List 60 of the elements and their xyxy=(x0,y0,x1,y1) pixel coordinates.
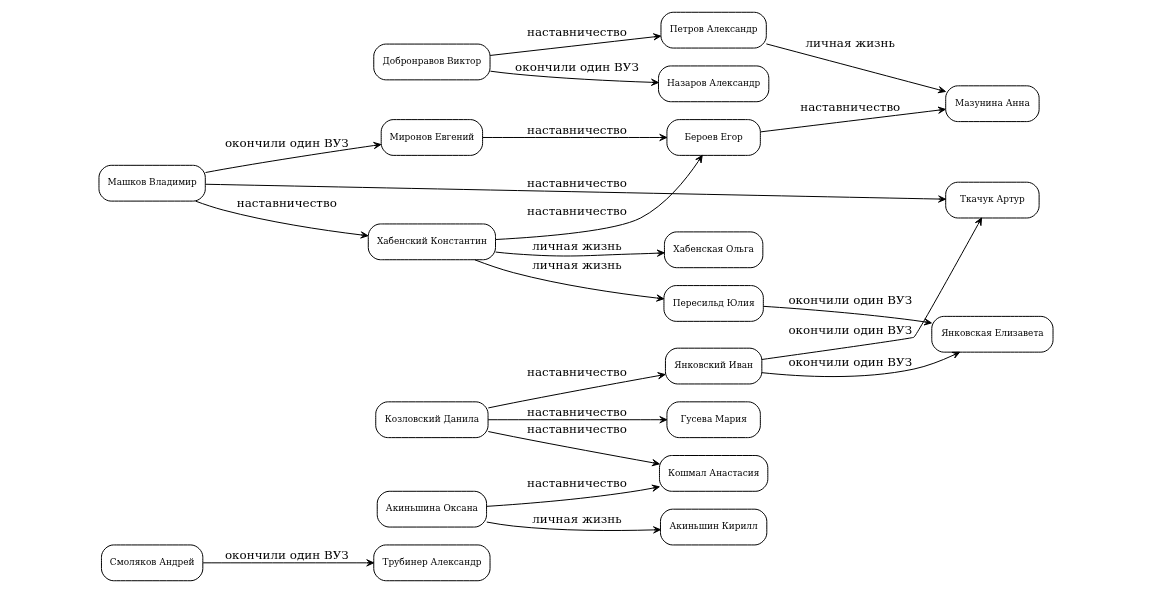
node-box: Янковская Елизавета xyxy=(931,315,1054,353)
edge-label: наставничество xyxy=(526,175,627,190)
edge-label: наставничество xyxy=(236,195,337,210)
node-box: Кошмал Анастасия xyxy=(659,455,769,492)
arrow xyxy=(489,33,662,56)
arrow xyxy=(486,484,660,507)
node-box: Хабенский Константин xyxy=(367,223,496,261)
node-box: Хабенская Ольга xyxy=(663,231,764,269)
arrow xyxy=(486,521,661,534)
arrow xyxy=(474,259,665,302)
edge-label: личная жизнь xyxy=(532,239,622,254)
node-box: Назаров Александр xyxy=(658,65,770,103)
edge-label: наставничество xyxy=(526,422,627,437)
arrow xyxy=(495,249,665,257)
arrow xyxy=(482,133,668,142)
arrow xyxy=(205,141,382,174)
edge-label: личная жизнь xyxy=(532,511,622,526)
arrow xyxy=(761,217,983,360)
node-box: Янковский Иван xyxy=(664,347,763,385)
edge-label: наставничество xyxy=(526,405,627,420)
node-box: Акиньшин Кирилл xyxy=(659,508,768,546)
edge-label: окончили один ВУЗ xyxy=(788,322,913,337)
arrow xyxy=(202,559,375,567)
arrow xyxy=(761,351,961,378)
node-box: Бероев Егор xyxy=(666,119,761,156)
arrow xyxy=(763,305,932,326)
edge-label: личная жизнь xyxy=(532,258,622,273)
arrow xyxy=(487,431,660,467)
edge-label: окончили один ВУЗ xyxy=(788,354,913,369)
edge-label: окончили один ВУЗ xyxy=(224,136,349,151)
node-box: Гусева Мария xyxy=(666,401,761,439)
node-box: Машков Владимир xyxy=(98,164,206,202)
arrow xyxy=(195,200,369,239)
edge-label: наставничество xyxy=(526,364,627,379)
edge-label: наставничество xyxy=(526,24,627,39)
node-box: Ткачук Артур xyxy=(945,181,1040,219)
arrow xyxy=(495,154,703,240)
arrow xyxy=(765,43,946,94)
node-box: Добронравов Виктор xyxy=(373,43,491,81)
edge-label: окончили один ВУЗ xyxy=(224,548,349,563)
node-box: Пересильд Юлия xyxy=(663,285,764,322)
arrow xyxy=(487,372,666,409)
arrow xyxy=(205,183,947,203)
edge-label: наставничество xyxy=(526,203,627,218)
node-box: Трубинер Александр xyxy=(373,544,491,582)
edge-label: наставничество xyxy=(526,123,627,138)
node-box: Смоляков Андрей xyxy=(100,544,204,582)
arrow xyxy=(487,416,668,424)
node-box: Мазунина Анна xyxy=(945,85,1040,123)
arrow xyxy=(489,70,659,86)
edge-label: наставничество xyxy=(526,475,627,490)
edge-label: окончили один ВУЗ xyxy=(788,293,913,308)
edge-label: окончили один ВУЗ xyxy=(515,59,639,74)
node-box: Козловский Данила xyxy=(375,401,489,439)
node-box: Акиньшина Оксана xyxy=(376,490,488,528)
node-box: Миронов Евгений xyxy=(380,119,484,156)
node-box: Петров Александр xyxy=(660,11,767,49)
edge-label: личная жизнь xyxy=(805,35,896,50)
arrow xyxy=(760,106,946,133)
edge-label: наставничество xyxy=(800,100,901,115)
